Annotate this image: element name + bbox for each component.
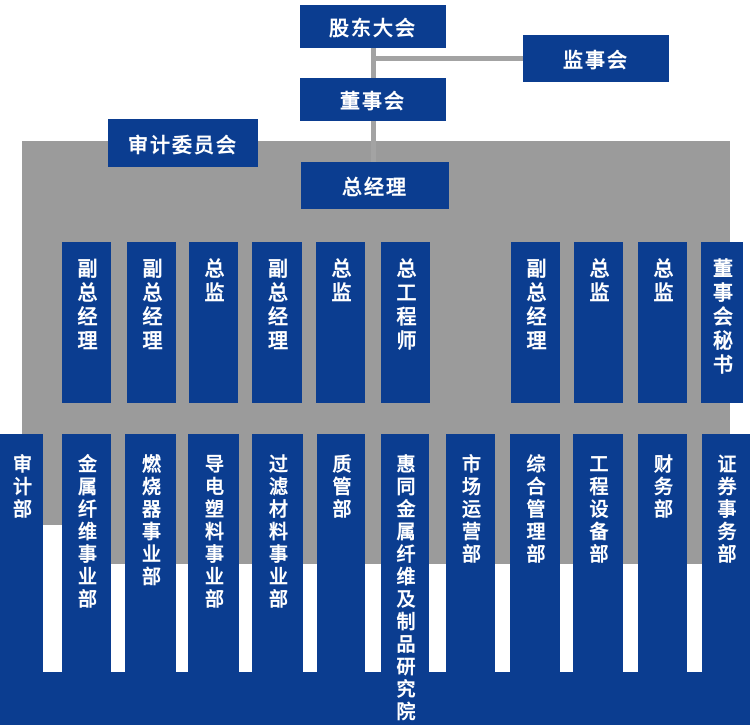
node-label: 财务部 [651, 454, 673, 522]
panel-white-notch [43, 525, 62, 564]
node-label: 监事会 [563, 48, 629, 72]
department-node: 导电塑料事业部 [188, 434, 239, 725]
node-label: 总监 [650, 258, 674, 306]
connector-shareholders-to-board [371, 47, 376, 80]
executive-node: 董事会秘书 [701, 242, 743, 403]
node-label: 惠同金属纤维及制品研究院 [393, 454, 416, 724]
node-label: 金属纤维事业部 [75, 454, 97, 612]
executive-node: 总工程师 [381, 242, 430, 403]
node-audit-committee: 审计委员会 [108, 119, 258, 167]
node-label: 董事会 [340, 89, 406, 113]
executive-node: 总监 [316, 242, 365, 403]
department-node: 工程设备部 [573, 434, 623, 725]
executive-node: 副总经理 [127, 242, 176, 403]
node-label: 综合管理部 [523, 454, 546, 567]
executive-node: 总监 [574, 242, 623, 403]
node-label: 副总经理 [264, 258, 289, 354]
node-supervisory-board: 监事会 [523, 35, 669, 82]
node-label: 总监 [586, 258, 610, 306]
node-label: 证券事务部 [714, 454, 737, 567]
node-label: 质管部 [329, 454, 352, 522]
node-label: 工程设备部 [586, 454, 609, 567]
department-node: 过滤材料事业部 [252, 434, 303, 725]
node-label: 总监 [201, 258, 225, 306]
node-label: 副总经理 [523, 258, 547, 354]
node-label: 导电塑料事业部 [202, 454, 224, 612]
node-label: 股东大会 [329, 16, 417, 40]
department-node: 证券事务部 [702, 434, 750, 725]
node-label: 总工程师 [393, 258, 417, 354]
node-label: 审计部 [10, 454, 32, 522]
department-node: 燃烧器事业部 [125, 434, 176, 725]
department-node: 质管部 [317, 434, 365, 725]
department-node: 审计部 [0, 434, 43, 725]
department-node: 金属纤维事业部 [62, 434, 111, 725]
department-node: 惠同金属纤维及制品研究院 [381, 434, 429, 725]
node-shareholders-meeting: 股东大会 [300, 5, 446, 48]
executive-node: 副总经理 [252, 242, 302, 403]
department-node: 市场运营部 [446, 434, 495, 725]
department-node: 财务部 [638, 434, 687, 725]
node-label: 副总经理 [139, 258, 163, 354]
node-label: 总经理 [342, 175, 408, 199]
node-label: 总监 [328, 258, 352, 306]
executive-node: 总监 [638, 242, 687, 403]
node-label: 董事会秘书 [709, 258, 734, 378]
node-label: 审计委员会 [128, 132, 238, 157]
connector-board-to-gm [371, 120, 376, 163]
connector-to-supervisory-board [373, 56, 525, 61]
node-general-manager: 总经理 [301, 162, 449, 209]
node-label: 过滤材料事业部 [266, 454, 288, 612]
executive-node: 副总经理 [511, 242, 560, 403]
department-node: 综合管理部 [510, 434, 560, 725]
node-label: 市场运营部 [459, 454, 481, 567]
node-board-of-directors: 董事会 [300, 78, 446, 121]
node-label: 副总经理 [74, 258, 98, 354]
node-label: 燃烧器事业部 [139, 454, 161, 589]
executive-node: 总监 [189, 242, 238, 403]
executive-node: 副总经理 [62, 242, 111, 403]
